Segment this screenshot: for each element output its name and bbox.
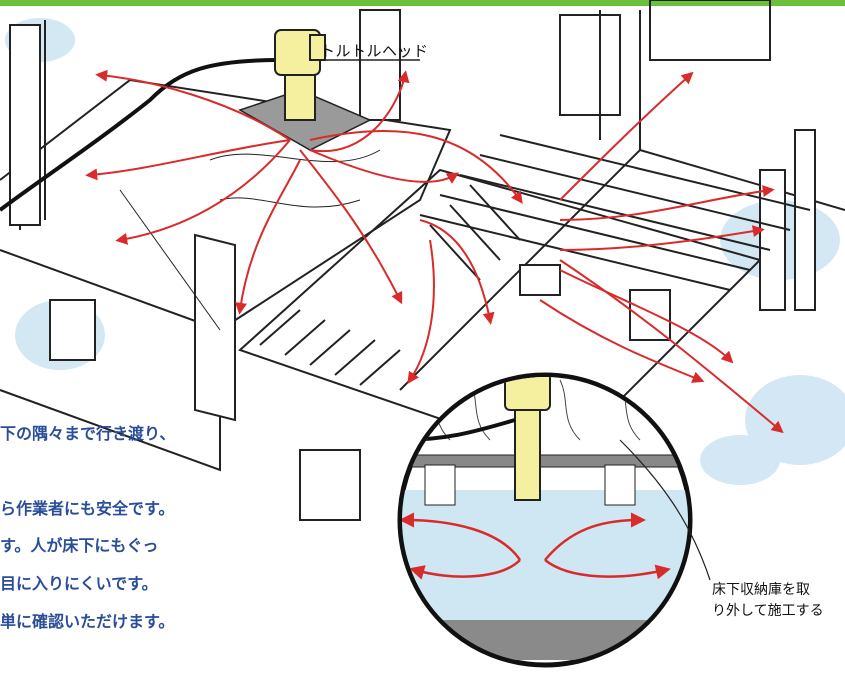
description-line-2: ら作業者にも安全です。 — [0, 499, 175, 518]
inset-note: 床下収納庫を取 り外して施工する — [712, 580, 842, 622]
description-line-5: 単に確認いただけます。 — [0, 612, 175, 631]
description-line-3: す。人が床下にもぐっ — [0, 536, 159, 555]
machine-label: トルトルヘッド — [320, 42, 429, 60]
inset-detail — [397, 372, 693, 668]
description-line-4: 目に入りにくいです。 — [0, 574, 158, 593]
inset-note-line-2: り外して施工する — [712, 603, 824, 619]
moisture-clouds — [5, 18, 845, 485]
airflow-arrows — [85, 69, 784, 434]
inset-note-line-1: 床下収納庫を取 — [712, 582, 810, 598]
inset-leader-line — [619, 439, 711, 581]
description-line-1: 下の隅々まで行き渡り、 — [0, 424, 176, 443]
top-border — [0, 0, 845, 6]
hose — [0, 58, 281, 212]
